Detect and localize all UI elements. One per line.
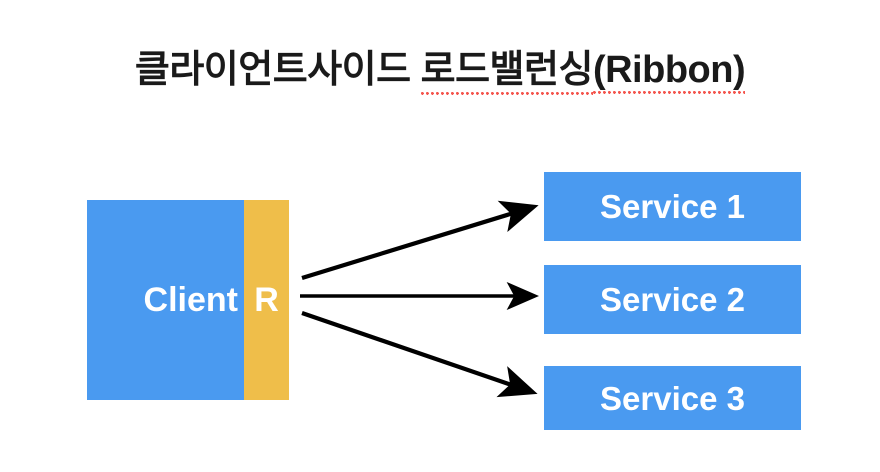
service-label-2: Service 2 [600,281,745,318]
title-plain-text: 클라이언트사이드 [134,49,421,91]
client-label: Client [143,281,238,319]
service-box-1: Service 1 [544,172,801,241]
service-label-3: Service 3 [600,379,745,417]
service-label-1: Service 1 [600,188,745,225]
client-node: Client R [87,200,289,400]
arrow-client-to-service-3 [301,311,538,398]
page-title: 클라이언트사이드 로드밸런싱(Ribbon) [0,38,880,96]
ribbon-label: R [254,281,279,319]
service-box-3: Service 3 [544,366,801,430]
title-misspelled-segment-2: (Ribbon) [592,49,746,95]
title-misspelled-segment-1: 로드밸런싱 [420,38,593,96]
service-box-2: Service 2 [544,265,801,334]
client-box: Client [87,200,244,400]
ribbon-box: R [244,200,289,400]
arrow-client-to-service-1 [301,200,539,281]
